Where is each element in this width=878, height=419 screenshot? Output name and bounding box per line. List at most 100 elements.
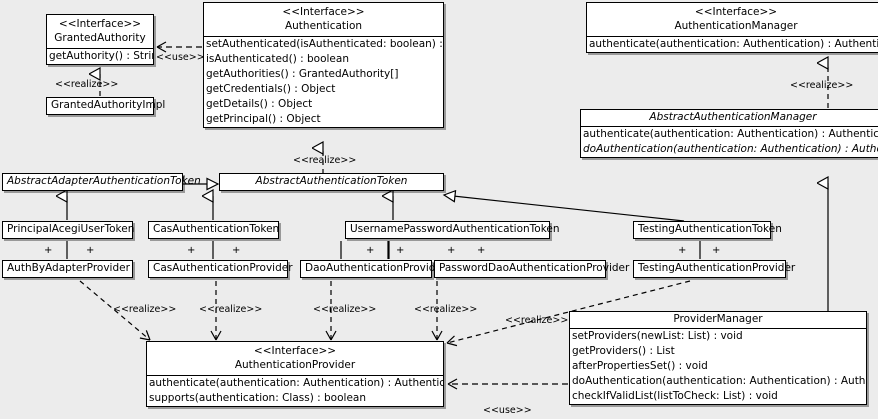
class-header: GrantedAuthorityImpl [47,98,166,114]
multiplicity-marker: + [396,245,405,256]
class-box-provider-manager[interactable]: ProviderManager setProviders(newList: Li… [569,311,867,405]
class-box-granted-authority-impl[interactable]: GrantedAuthorityImpl [46,97,166,115]
class-header: <<Interface>> GrantedAuthority [47,15,153,48]
edge-label-realize-auth-by-adapter: <<realize>> [113,304,177,315]
class-header: TestingAuthenticationToken [634,222,782,238]
class-header: <<Interface>> AuthenticationProvider [147,342,443,375]
operation: checkIfValidList(listToCheck: List) : vo… [572,390,778,402]
operation: doAuthentication(authentication: Authent… [583,143,878,155]
class-name: AbstractAuthenticationManager [649,111,817,123]
class-name: GrantedAuthority [54,32,146,44]
class-header: DaoAuthenticationProvider [301,261,447,277]
class-box-abstract-adapter-authentication-token[interactable]: AbstractAdapterAuthenticationToken [2,173,201,191]
class-name: CasAuthenticationToken [153,223,280,235]
operation: getCredentials() : Object [206,83,336,95]
edge-label-realize-password-dao-provider: <<realize>> [414,304,478,315]
class-header: CasAuthenticationProvider [149,261,293,277]
class-header: UsernamePasswordAuthenticationToken [346,222,560,238]
stereotype-label: <<Interface>> [58,18,142,30]
class-box-authentication-provider[interactable]: <<Interface>> AuthenticationProvider aut… [146,341,444,407]
multiplicity-marker: + [86,245,95,256]
class-box-authentication[interactable]: <<Interface>> Authentication setAuthenti… [203,2,444,128]
class-box-dao-authentication-provider[interactable]: DaoAuthenticationProvider [300,260,447,278]
operation: afterPropertiesSet() : void [572,360,708,372]
stereotype-label: <<Interface>> [253,345,337,357]
operation: authenticate(authentication: Authenticat… [589,38,878,50]
class-box-testing-authentication-provider[interactable]: TestingAuthenticationProvider [633,260,796,278]
operation: isAuthenticated() : boolean [206,53,349,65]
class-box-authentication-manager[interactable]: <<Interface>> AuthenticationManager auth… [586,2,878,53]
class-name: GrantedAuthorityImpl [51,99,166,111]
class-header: AbstractAdapterAuthenticationToken [3,174,201,190]
edge-label-realize-granted-authority-impl: <<realize>> [55,79,119,90]
operation: getProviders() : List [572,345,675,357]
operation: getAuthorities() : GrantedAuthority[] [206,68,399,80]
class-box-password-dao-authentication-provider[interactable]: PasswordDaoAuthenticationProvider [434,260,630,278]
multiplicity-marker: + [447,245,456,256]
operation: supports(authentication: Class) : boolea… [149,392,366,404]
operations-compartment: setAuthenticated(isAuthenticated: boolea… [204,36,443,127]
edge-label-realize-dao-provider: <<realize>> [313,304,377,315]
class-name: AuthenticationManager [674,20,798,32]
class-name: AuthByAdapterProvider [7,262,130,274]
class-name: PasswordDaoAuthenticationProvider [439,262,630,274]
class-header: CasAuthenticationToken [149,222,280,238]
class-box-auth-by-adapter-provider[interactable]: AuthByAdapterProvider [2,260,133,278]
class-header: PrincipalAcegiUserToken [3,222,135,238]
operation: setAuthenticated(isAuthenticated: boolea… [206,38,443,50]
class-name: TestingAuthenticationProvider [638,262,796,274]
class-box-cas-authentication-token[interactable]: CasAuthenticationToken [148,221,279,239]
edge-label-realize-cas-provider: <<realize>> [199,304,263,315]
edge-label-realize-provider-manager: <<realize>> [505,315,569,326]
operations-compartment: authenticate(authentication: Authenticat… [147,375,443,406]
class-box-username-password-authentication-token[interactable]: UsernamePasswordAuthenticationToken [345,221,560,239]
class-header: AbstractAuthenticationManager [581,110,878,126]
multiplicity-marker: + [366,245,375,256]
multiplicity-marker: + [44,245,53,256]
operation: setProviders(newList: List) : void [572,330,743,342]
operations-compartment: getAuthority() : String [47,48,153,64]
operation: getAuthority() : String [49,50,153,62]
class-box-abstract-authentication-token[interactable]: AbstractAuthenticationToken [219,173,444,191]
edge-label-use-provider-manager: <<use>> [483,405,532,416]
class-name: AbstractAuthenticationToken [255,175,408,187]
class-name: CasAuthenticationProvider [153,262,293,274]
edge-label-use-granted-authority: <<use>> [156,52,205,63]
class-box-principal-acegi-user-token[interactable]: PrincipalAcegiUserToken [2,221,135,239]
class-header: PasswordDaoAuthenticationProvider [435,261,630,277]
class-header: <<Interface>> AuthenticationManager [587,3,878,36]
class-box-cas-authentication-provider[interactable]: CasAuthenticationProvider [148,260,293,278]
class-header: AbstractAuthenticationToken [220,174,443,190]
operations-compartment: setProviders(newList: List) : void getPr… [570,328,866,404]
class-name: AbstractAdapterAuthenticationToken [7,175,201,187]
class-header: ProviderManager [570,312,866,328]
multiplicity-marker: + [477,245,486,256]
class-box-granted-authority[interactable]: <<Interface>> GrantedAuthority getAuthor… [46,14,154,65]
operation: getPrincipal() : Object [206,113,321,125]
class-box-testing-authentication-token[interactable]: TestingAuthenticationToken [633,221,782,239]
class-header: <<Interface>> Authentication [204,3,443,36]
class-name: Authentication [284,20,363,32]
stereotype-label: <<Interface>> [282,6,365,18]
operations-compartment: authenticate(authentication: Authenticat… [587,36,878,52]
class-name: TestingAuthenticationToken [638,223,782,235]
class-name: DaoAuthenticationProvider [305,262,447,274]
class-box-abstract-authentication-manager[interactable]: AbstractAuthenticationManager authentica… [580,109,878,158]
class-header: AuthByAdapterProvider [3,261,132,277]
multiplicity-marker: + [187,245,196,256]
multiplicity-marker: + [678,245,687,256]
multiplicity-marker: + [232,245,241,256]
operation: authenticate(authentication: Authenticat… [583,128,878,140]
class-name: UsernamePasswordAuthenticationToken [350,223,560,235]
multiplicity-marker: + [712,245,721,256]
class-header: TestingAuthenticationProvider [634,261,796,277]
stereotype-label: <<Interface>> [694,6,778,18]
class-name: PrincipalAcegiUserToken [7,223,135,235]
operation: getDetails() : Object [206,98,313,110]
operation: doAuthentication(authentication: Authent… [572,375,866,387]
edge-label-realize-auth-manager: <<realize>> [790,80,854,91]
operation: authenticate(authentication: Authenticat… [149,377,443,389]
edge-label-realize-abstract-auth-token: <<realize>> [293,155,357,166]
class-name: ProviderManager [673,313,763,325]
